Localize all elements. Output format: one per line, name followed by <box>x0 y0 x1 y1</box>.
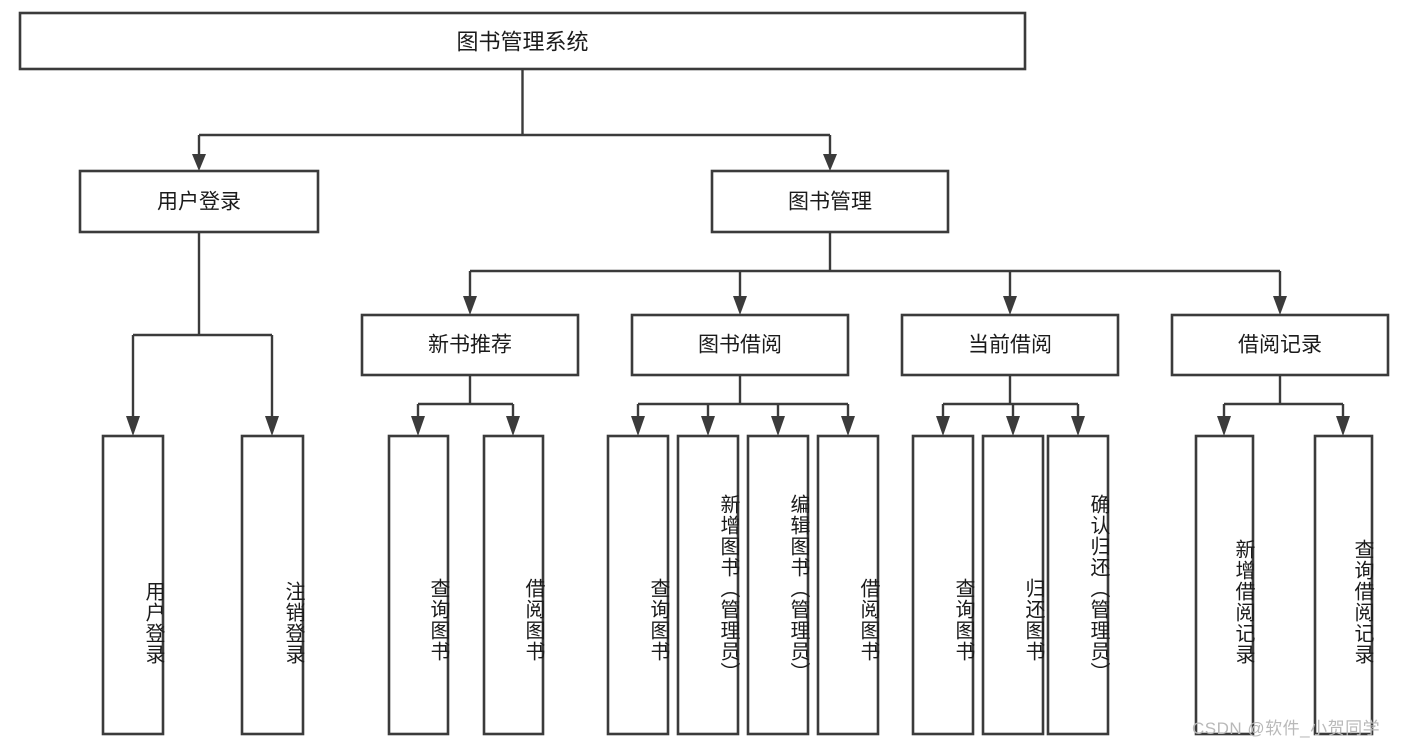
arrow-head-leaf-borrow-book-2 <box>841 416 855 436</box>
arrow-head-leaf-query-book-3 <box>936 416 950 436</box>
node-leaf-user-login[interactable] <box>101 434 165 736</box>
node-leaf-borrow-book-2[interactable] <box>816 434 880 736</box>
node-new-book-rec-label: 新书推荐 <box>428 334 512 357</box>
arrow-head-book-borrow <box>733 296 747 315</box>
node-borrow-record[interactable] <box>1170 313 1390 377</box>
arrow-head-leaf-borrow-book-1 <box>506 416 520 436</box>
node-leaf-confirm-return[interactable] <box>1046 434 1110 736</box>
node-leaf-borrow-book-1[interactable] <box>482 434 545 736</box>
arrow-head-leaf-query-book-2 <box>631 416 645 436</box>
arrow-head-new-book-rec <box>463 296 477 315</box>
node-borrow-record-label: 借阅记录 <box>1238 334 1322 357</box>
arrow-head-leaf-return-book <box>1006 416 1020 436</box>
arrow-head-book-manage <box>823 154 837 171</box>
arrow-head-leaf-query-book-1 <box>411 416 425 436</box>
arrow-head-current-borrow <box>1003 296 1017 315</box>
node-current-borrow-label: 当前借阅 <box>968 334 1052 357</box>
node-book-borrow[interactable] <box>630 313 850 377</box>
node-layer: 图书管理系统 用户登录 图书管理 新书推荐 图书借阅 当前借阅 借阅记录 <box>18 11 1390 736</box>
node-leaf-query-book-3[interactable] <box>911 434 975 736</box>
arrow-head-leaf-confirm-return <box>1071 416 1085 436</box>
arrow-head-leaf-user-login <box>126 416 140 436</box>
arrow-head-borrow-record <box>1273 296 1287 315</box>
arrow-head-leaf-query-record <box>1336 416 1350 436</box>
arrow-head-leaf-edit-book <box>771 416 785 436</box>
node-leaf-return-book[interactable] <box>981 434 1045 736</box>
node-current-borrow[interactable] <box>900 313 1120 377</box>
node-root[interactable] <box>18 11 1027 71</box>
arrow-head-leaf-add-record <box>1217 416 1231 436</box>
node-leaf-add-record[interactable] <box>1194 434 1255 736</box>
csdn-watermark: CSDN @软件_小贺同学 <box>1192 719 1381 738</box>
connector-layer <box>126 69 1350 436</box>
node-user-login[interactable] <box>78 169 320 234</box>
node-root-label: 图书管理系统 <box>456 30 588 55</box>
node-user-login-label: 用户登录 <box>157 191 241 214</box>
node-leaf-add-book[interactable] <box>676 434 740 736</box>
node-book-manage-label: 图书管理 <box>788 191 872 214</box>
node-leaf-query-book-1[interactable] <box>387 434 450 736</box>
node-book-manage[interactable] <box>710 169 950 234</box>
arrow-head-leaf-logout <box>265 416 279 436</box>
node-book-borrow-label: 图书借阅 <box>698 334 782 357</box>
arrow-head-leaf-add-book <box>701 416 715 436</box>
arrow-head-user-login <box>192 154 206 171</box>
node-new-book-rec[interactable] <box>360 313 580 377</box>
node-leaf-edit-book[interactable] <box>746 434 810 736</box>
node-leaf-query-record[interactable] <box>1313 434 1374 736</box>
node-leaf-logout[interactable] <box>240 434 305 736</box>
node-leaf-query-book-2[interactable] <box>606 434 670 736</box>
